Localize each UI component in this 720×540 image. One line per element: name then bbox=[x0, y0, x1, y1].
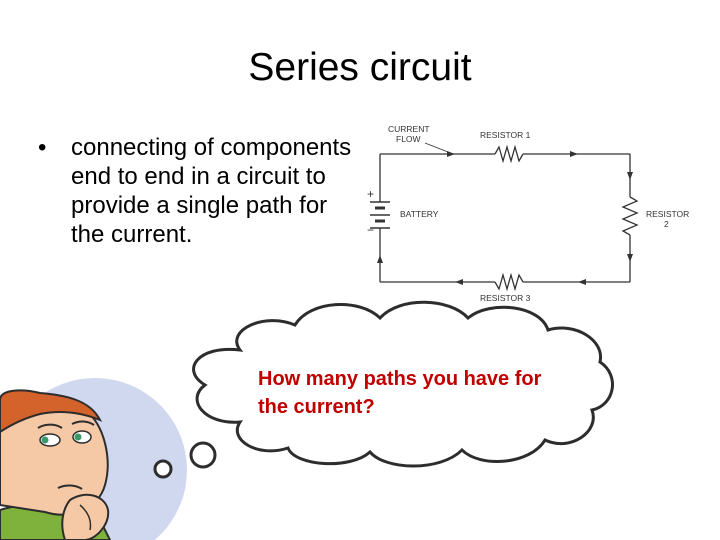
battery-icon bbox=[370, 201, 390, 229]
battery-plus-sign: + bbox=[367, 187, 374, 201]
arrow-right-2 bbox=[627, 254, 633, 262]
resistor-2-label-1: RESISTOR bbox=[646, 209, 689, 219]
slide-title: Series circuit bbox=[248, 46, 472, 89]
resistor-3-label: RESISTOR 3 bbox=[480, 293, 531, 303]
resistor-3-zigzag bbox=[494, 272, 524, 292]
flow-arrows bbox=[377, 151, 633, 285]
arrow-left-1 bbox=[377, 255, 383, 263]
battery-label: BATTERY bbox=[400, 209, 439, 219]
current-flow-label-2: FLOW bbox=[396, 134, 421, 144]
resistor-1-label: RESISTOR 1 bbox=[480, 130, 531, 140]
battery-minus-sign: − bbox=[367, 223, 374, 237]
arrow-bottom-2 bbox=[455, 279, 463, 285]
bullet-marker: • bbox=[38, 134, 47, 161]
thought-bubble-small bbox=[153, 459, 173, 479]
bullet-text: connecting of components end to end in a… bbox=[71, 134, 352, 248]
thought-question: How many paths you have for the current? bbox=[258, 368, 542, 418]
arrow-top-1 bbox=[447, 151, 455, 157]
current-flow-label-1: CURRENT bbox=[388, 124, 430, 134]
thought-cloud bbox=[192, 300, 614, 468]
thinking-person-illustration bbox=[0, 389, 112, 540]
resistor-1-zigzag bbox=[494, 144, 524, 164]
resistor-2-label-2: 2 bbox=[664, 219, 669, 229]
arrow-top-2 bbox=[570, 151, 578, 157]
arrow-bottom-1 bbox=[578, 279, 586, 285]
arrow-right-1 bbox=[627, 172, 633, 180]
resistor-2-zigzag bbox=[621, 196, 639, 236]
thought-bubble-large bbox=[189, 441, 217, 469]
current-flow-leader bbox=[424, 142, 449, 153]
